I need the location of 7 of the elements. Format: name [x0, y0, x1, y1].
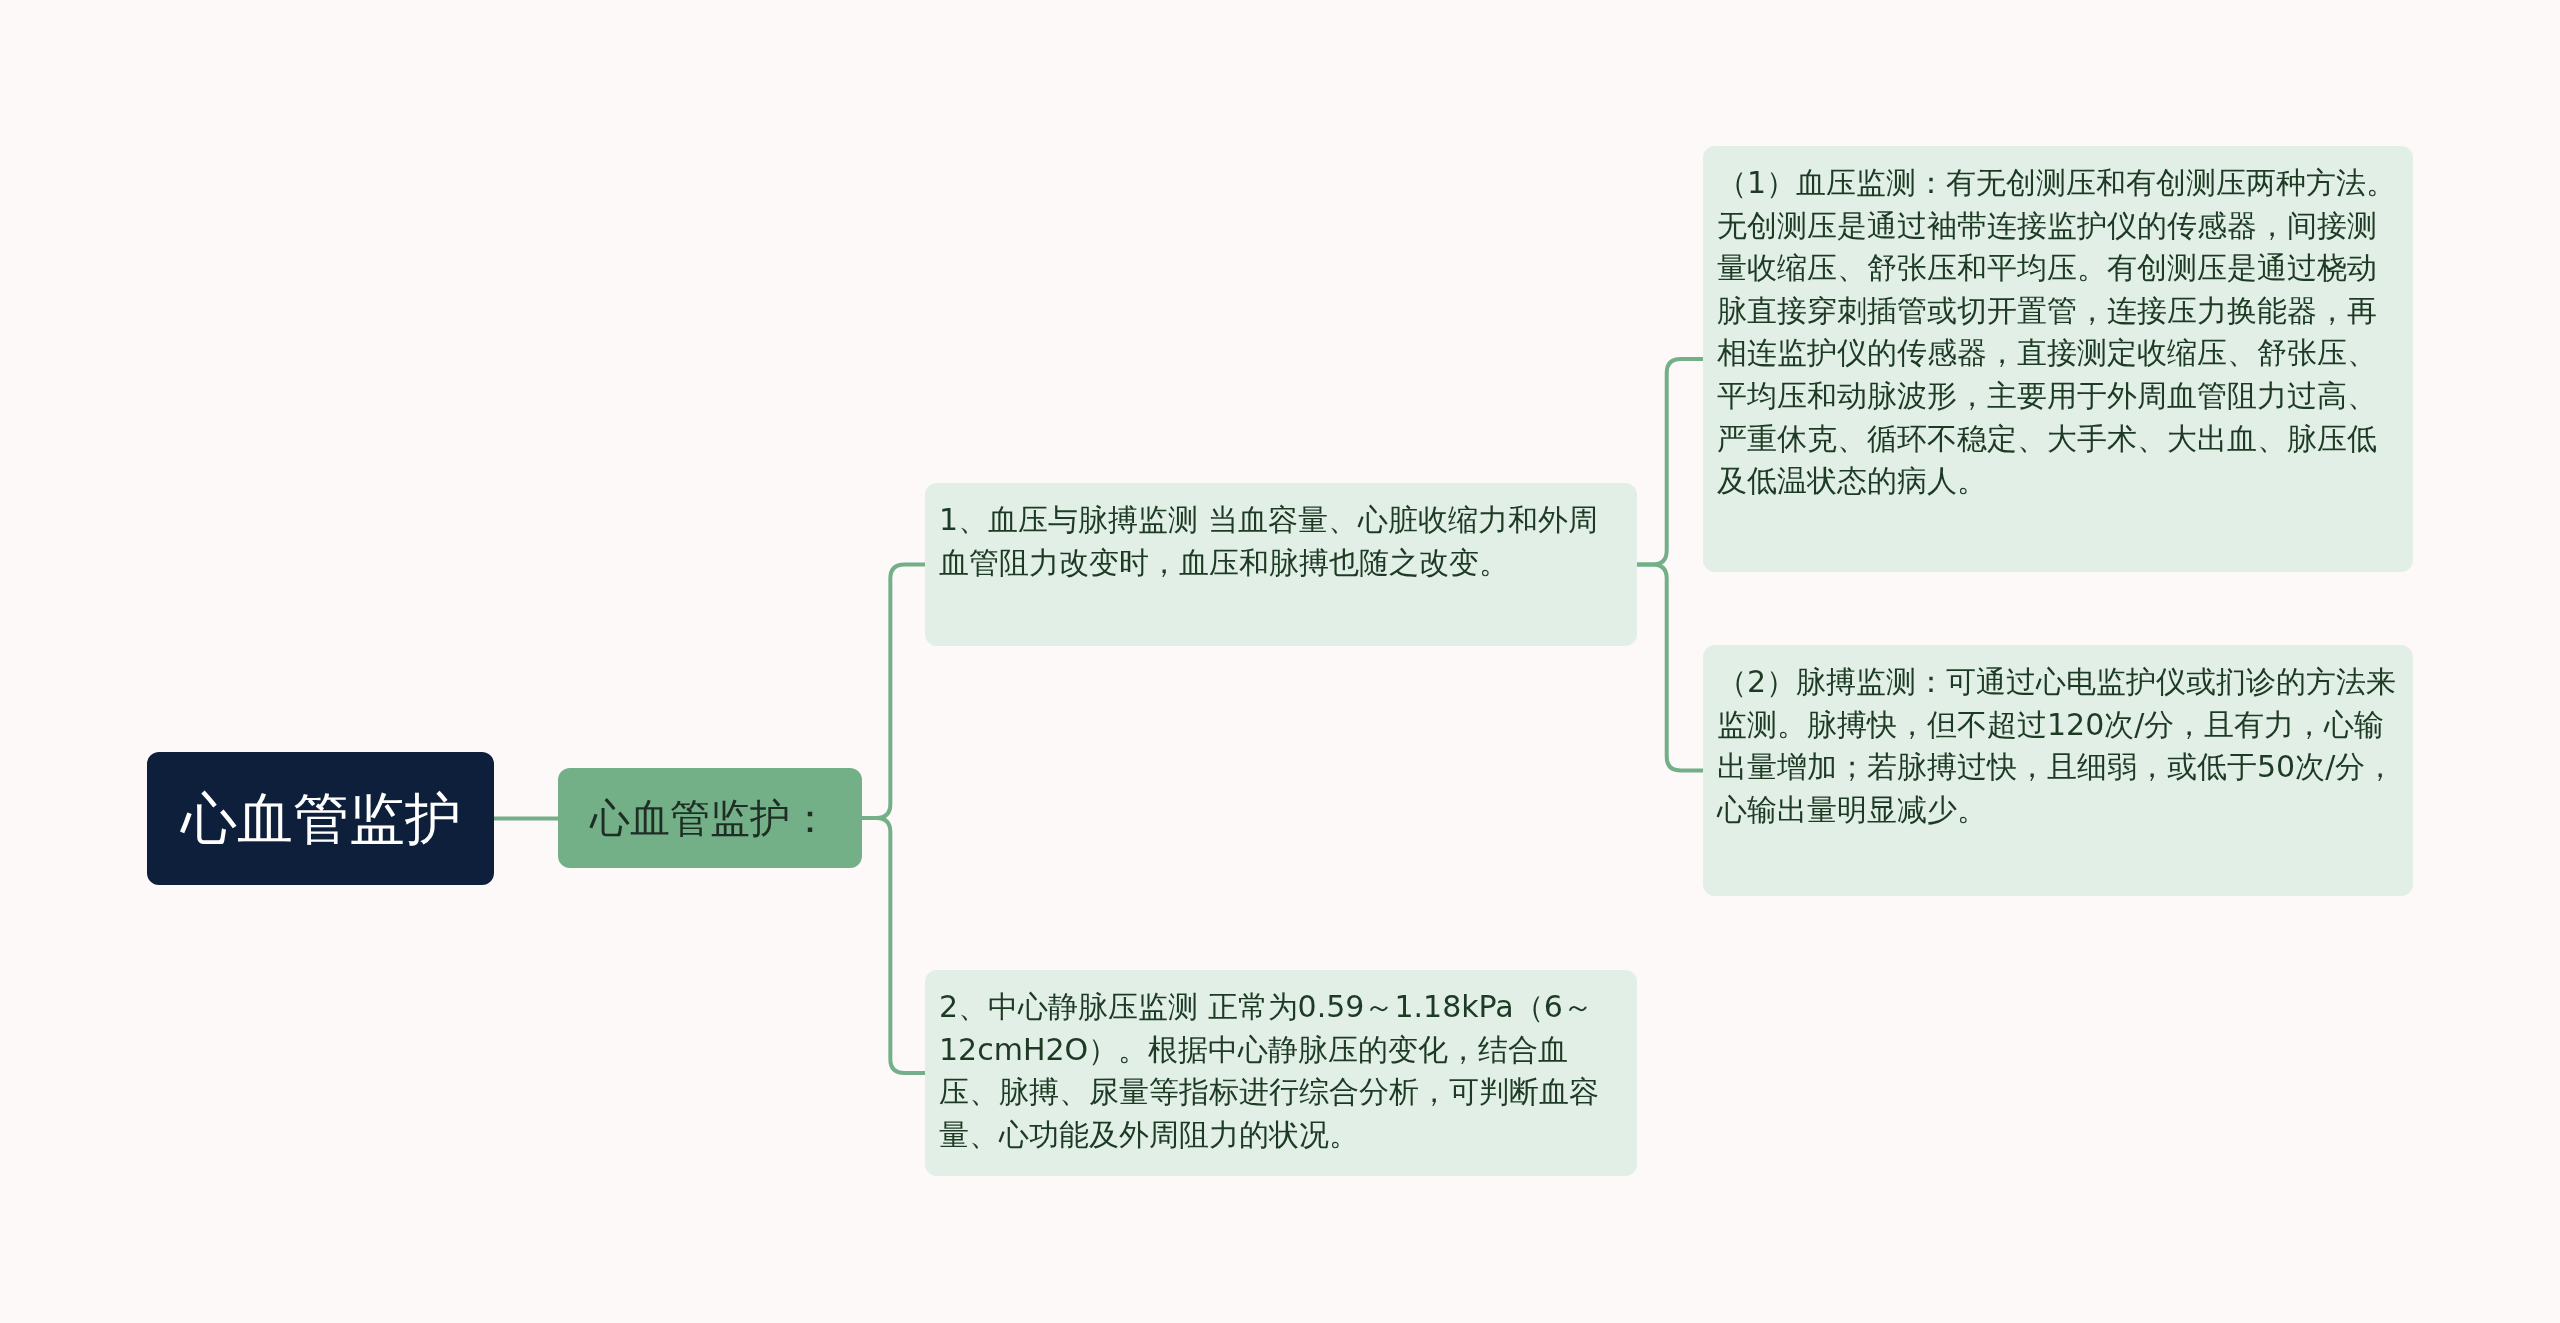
subtopic-box: 2、中心静脉压监测 正常为0.59～1.18kPa（6～12cmH2O）。根据中心静脉压的变化，结合血压、脉搏、尿量等指标进行综合分析，可判断血容量、心功能及外周阻力的状况。 — [925, 970, 1637, 1176]
detail-box: （2）脉搏监测：可通过心电监护仪或扪诊的方法来监测。脉搏快，但不超过120次/分，且有力，心输出量增加；若脉搏过快，且细弱，或低于50次/分，心输出量明显减少。 — [1703, 645, 2413, 896]
connector-line — [494, 816, 558, 821]
root-topic-box: 心血管监护 — [147, 752, 494, 885]
detail-box: （1）血压监测：有无创测压和有创测压两种方法。无创测压是通过袖带连接监护仪的传感器，间接测量收缩压、舒张压和平均压。有创测压是通过桡动脉直接穿刺插管或切开置管，连接压力换能器，再相连监护仪的传感器，直接测定收缩压、舒张压、平均压和动脉波形，主要用于外周血管阻力过高、严重休克、循环不稳定、大手术、大出血、脉压低及低温状态的病人。 — [1703, 146, 2413, 572]
subtopic-box: 1、血压与脉搏监测 当血容量、心脏收缩力和外周血管阻力改变时，血压和脉搏也随之改变。 — [925, 483, 1637, 646]
topic-box: 心血管监护： — [558, 768, 862, 868]
